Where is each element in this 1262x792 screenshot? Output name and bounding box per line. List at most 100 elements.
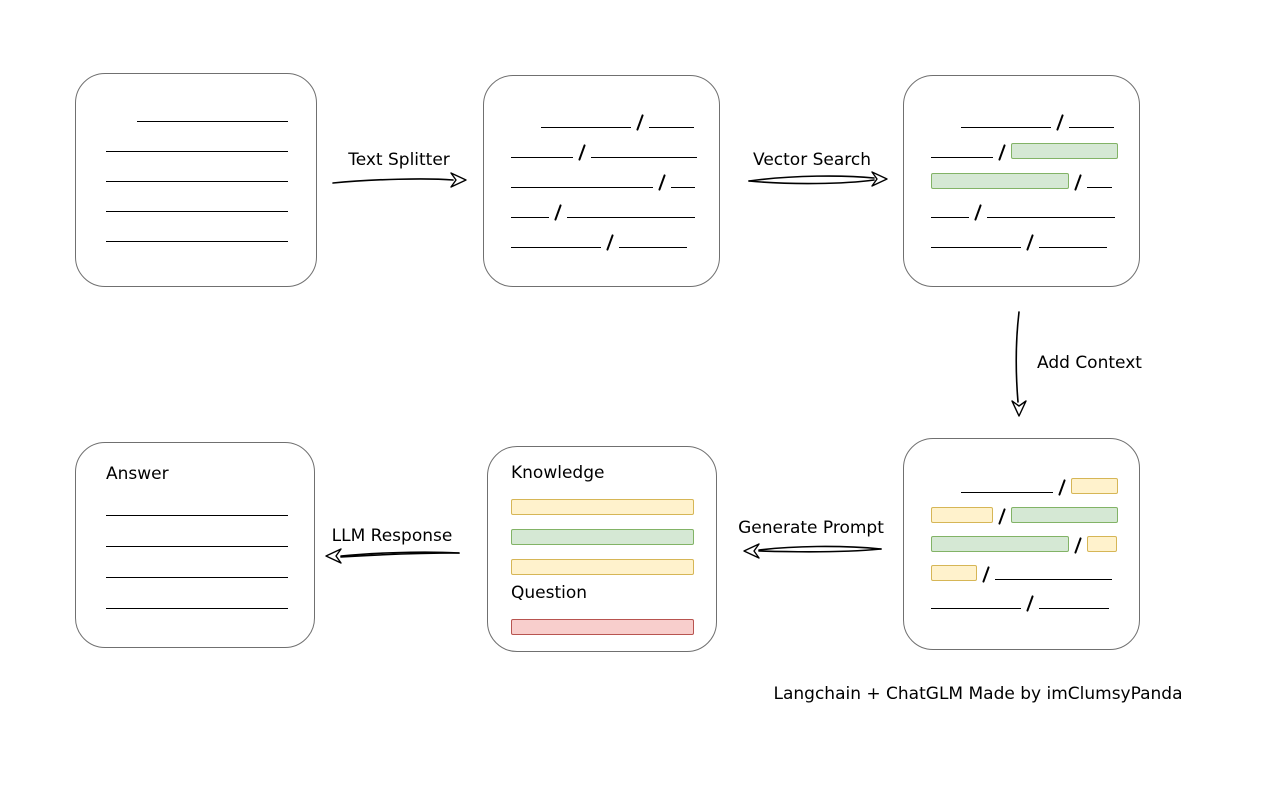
text-line — [511, 247, 601, 248]
vector-matches-node — [903, 75, 1140, 287]
node-row — [931, 580, 1139, 612]
node-row — [931, 128, 1139, 161]
source-document-node — [75, 73, 317, 287]
node-row — [106, 578, 314, 609]
text-line — [106, 181, 288, 182]
credit-caption: Langchain + ChatGLM Made by imClumsyPand… — [773, 684, 1183, 704]
vector-search-label: Vector Search — [753, 150, 871, 170]
text-line — [987, 217, 1115, 218]
node-row — [106, 152, 316, 182]
node-row — [106, 485, 314, 516]
text-line — [106, 577, 288, 578]
chunk-chip-yellow — [511, 499, 694, 515]
generate-prompt-arrow — [743, 543, 882, 559]
node-row — [106, 212, 316, 242]
text-splitter-arrow — [332, 172, 467, 188]
context-chunks-node — [903, 438, 1140, 650]
text-line — [1087, 187, 1112, 188]
text-line — [961, 492, 1053, 493]
text-line — [567, 217, 695, 218]
text-line — [931, 247, 1021, 248]
slash-separator — [606, 234, 614, 251]
answer-label: Answer — [106, 464, 169, 484]
node-row — [106, 516, 314, 547]
text-line — [931, 157, 993, 158]
chunk-chip-green — [1011, 143, 1118, 159]
node-row: Knowledge — [511, 454, 716, 484]
text-line — [106, 546, 288, 547]
text-line — [541, 127, 631, 128]
text-line — [511, 187, 653, 188]
node-row: Answer — [106, 454, 314, 485]
llm-response-arrow — [325, 548, 460, 564]
text-line — [995, 579, 1112, 580]
node-row: Question — [511, 574, 716, 604]
text-splitter-label: Text Splitter — [348, 150, 450, 170]
answer-node: Answer — [75, 442, 315, 648]
text-line — [931, 217, 969, 218]
text-line — [106, 151, 288, 152]
arrowhead-left-icon — [743, 543, 760, 559]
node-row — [511, 188, 719, 221]
text-line — [1039, 247, 1107, 248]
node-row — [511, 484, 716, 515]
text-line — [591, 157, 697, 158]
text-line — [511, 217, 549, 218]
text-line — [511, 157, 573, 158]
chunk-chip-red — [511, 619, 694, 635]
knowledge-label: Knowledge — [511, 463, 605, 483]
node-row — [106, 92, 316, 122]
chunk-chip-green — [931, 536, 1069, 552]
add-context-label: Add Context — [1037, 353, 1142, 373]
node-row — [511, 158, 719, 191]
node-row — [931, 218, 1139, 251]
node-row — [931, 464, 1139, 496]
chunk-chip-green — [511, 529, 694, 545]
arrowhead-right-icon — [450, 172, 467, 188]
chunk-chip-yellow — [1071, 478, 1118, 494]
text-line — [649, 127, 694, 128]
arrowhead-down-icon — [1011, 400, 1027, 417]
chunk-chip-yellow — [931, 565, 977, 581]
node-row — [931, 188, 1139, 221]
node-row — [931, 98, 1139, 131]
node-row — [106, 122, 316, 152]
node-row — [931, 158, 1139, 191]
chunk-chip-green — [931, 173, 1069, 189]
node-row — [931, 551, 1139, 583]
chunk-chip-yellow — [511, 559, 694, 575]
text-line — [106, 241, 288, 242]
chunk-chip-yellow — [1087, 536, 1117, 552]
text-line — [931, 608, 1021, 609]
node-row — [511, 514, 716, 545]
vector-search-arrow — [748, 171, 888, 187]
chunk-chip-green — [1011, 507, 1118, 523]
node-row — [511, 218, 719, 251]
text-line — [961, 127, 1051, 128]
node-row — [511, 544, 716, 575]
split-text-node — [483, 75, 720, 287]
text-line — [1069, 127, 1114, 128]
question-label: Question — [511, 583, 588, 603]
text-line — [1039, 608, 1109, 609]
node-row — [931, 522, 1139, 554]
text-line — [619, 247, 687, 248]
slash-separator — [1026, 595, 1034, 612]
node-row — [106, 547, 314, 578]
arrowhead-left-icon — [325, 548, 342, 564]
llm-response-label: LLM Response — [331, 526, 453, 546]
text-line — [671, 187, 695, 188]
node-row — [106, 182, 316, 212]
add-context-arrow — [1011, 311, 1027, 417]
text-line — [106, 515, 288, 516]
text-line — [106, 608, 288, 609]
arrowhead-right-icon — [871, 171, 888, 187]
generate-prompt-label: Generate Prompt — [738, 518, 884, 538]
text-line — [137, 121, 288, 122]
node-row — [511, 128, 719, 161]
node-row — [931, 493, 1139, 525]
slash-separator — [1026, 234, 1034, 251]
chunk-chip-yellow — [931, 507, 993, 523]
